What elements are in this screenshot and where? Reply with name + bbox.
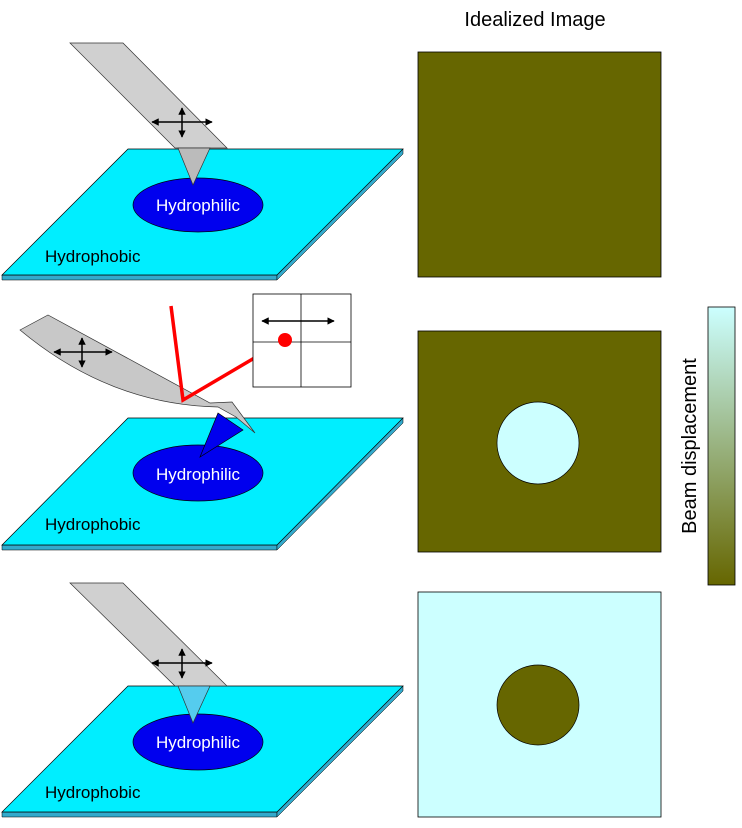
hydrophilic-region bbox=[132, 177, 264, 233]
surface-edge bbox=[1, 811, 278, 818]
afm-tip bbox=[177, 685, 211, 724]
hydrophobic-label: Hydrophobic bbox=[45, 783, 141, 802]
laser-beam bbox=[169, 305, 286, 403]
afm-tip bbox=[177, 147, 211, 186]
hydrophilic-label: Hydrophilic bbox=[156, 465, 241, 484]
laser-spot bbox=[278, 333, 292, 347]
hydrophilic-region bbox=[132, 713, 264, 771]
hydrophilic-region bbox=[132, 444, 264, 502]
hydrophobic-label: Hydrophobic bbox=[45, 515, 141, 534]
idealized-image-2 bbox=[417, 330, 662, 553]
idealized-image-1 bbox=[417, 51, 662, 278]
cantilever bbox=[69, 582, 228, 687]
photodetector bbox=[252, 293, 352, 388]
move-arrows-icon bbox=[151, 648, 213, 679]
cantilever bbox=[69, 42, 228, 149]
panel-1-afm: Hydrophilic Hydrophobic bbox=[1, 42, 404, 281]
title: Idealized Image bbox=[464, 9, 605, 31]
colorbar-label: Beam displacement bbox=[679, 358, 701, 534]
hydrophilic-label: Hydrophilic bbox=[156, 196, 241, 215]
move-arrows-icon bbox=[53, 337, 113, 368]
surface-edge bbox=[1, 274, 278, 281]
surface-edge bbox=[1, 544, 278, 551]
panel-3-afm: Hydrophilic Hydrophobic bbox=[1, 582, 404, 818]
hydrophilic-label: Hydrophilic bbox=[156, 733, 241, 752]
hydrophobic-label: Hydrophobic bbox=[45, 247, 141, 266]
panel-2-afm: Hydrophilic Hydrophobic bbox=[1, 293, 404, 551]
afm-tip bbox=[199, 412, 244, 458]
move-arrows-icon bbox=[151, 107, 213, 138]
colorbar bbox=[707, 306, 736, 586]
idealized-image-3 bbox=[417, 591, 662, 818]
